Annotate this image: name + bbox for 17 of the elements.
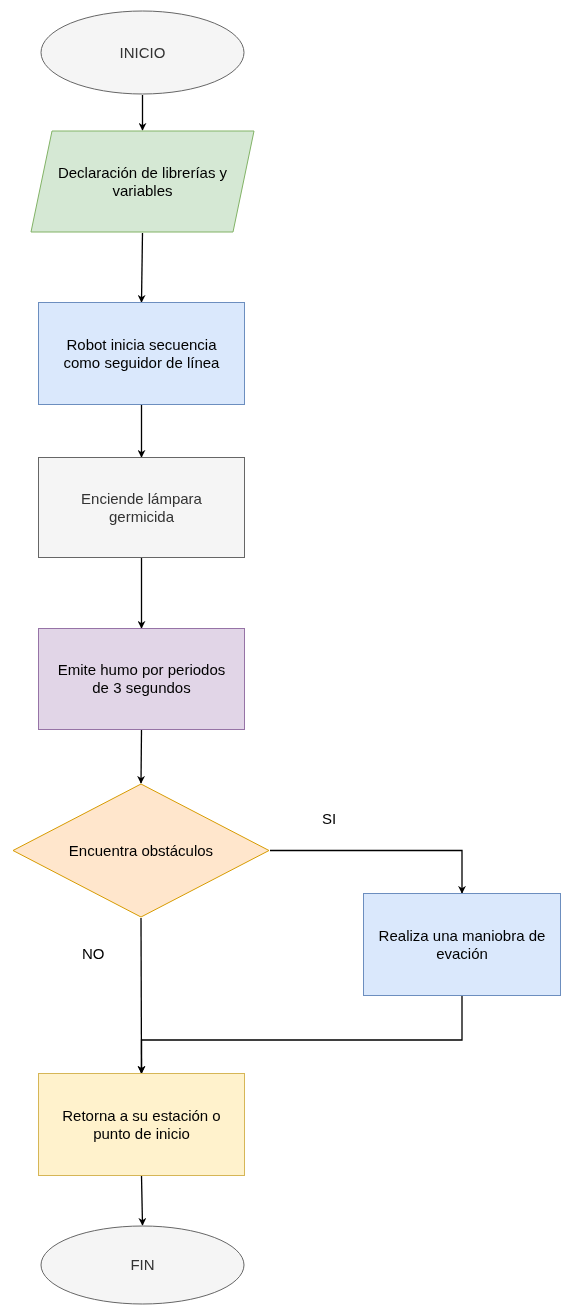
end-ellipse: FIN — [40, 1225, 245, 1305]
arrow — [138, 1175, 147, 1226]
process-box: Emite humo por periodos de 3 segundos — [38, 628, 245, 730]
arrow — [137, 995, 463, 1074]
arrow — [137, 557, 146, 629]
process-box: Enciende lámpara germicida — [38, 457, 245, 558]
arrow — [137, 404, 146, 458]
input-parallelogram: Declaración de librerías y variables — [30, 130, 255, 233]
arrow — [137, 232, 146, 303]
arrow — [137, 729, 146, 784]
start-ellipse: INICIO — [40, 10, 245, 95]
process-box: Robot inicia secuencia como seguidor de línea — [38, 302, 245, 405]
process-box: Retorna a su estación o punto de inicio — [38, 1073, 245, 1176]
arrow — [138, 94, 147, 131]
arrow — [269, 849, 466, 894]
decision-diamond: Encuentra obstáculos — [12, 783, 270, 918]
process-box: Realiza una maniobra de evación — [363, 893, 561, 996]
